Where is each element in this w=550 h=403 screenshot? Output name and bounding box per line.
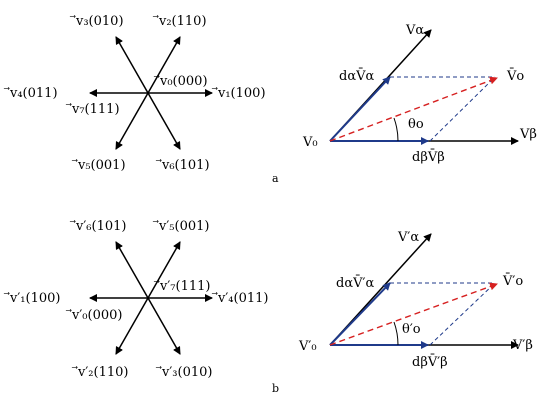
arrow-v3-a xyxy=(115,36,149,94)
label-v3-b: ⃗v′₃(010) xyxy=(155,365,212,380)
dashed-side-a xyxy=(429,76,496,142)
label-v3-a: ⃗v₃(010) xyxy=(69,14,124,29)
arrow-v2-b xyxy=(115,297,149,355)
label-v-alpha-a: Vα xyxy=(405,23,424,38)
arrow-v2-a xyxy=(147,36,181,94)
panel-tag-b: b xyxy=(272,382,279,395)
panel-a: ⃗v₃(010) ⃗v₂(110) ⃗v₄(011) ⃗v₀(000) ⃗v₁(… xyxy=(3,14,537,185)
label-d-alpha-b: dαV̄′α xyxy=(336,275,374,291)
label-v5-b: ⃗v′₅(001) xyxy=(152,219,209,234)
angle-arc-a xyxy=(393,117,399,142)
arrow-v6-b xyxy=(115,241,149,299)
vector-diagram-b xyxy=(329,233,519,349)
label-v2-a: ⃗v₂(110) xyxy=(152,14,207,29)
label-v2-b: ⃗v′₂(110) xyxy=(71,365,128,380)
label-v0-a: ⃗v₀(000) xyxy=(153,74,208,89)
component-d-alpha-b xyxy=(329,282,391,346)
component-d-alpha-a xyxy=(329,76,391,142)
hexagon-star-b xyxy=(89,241,213,355)
label-v-o-a: V̄o xyxy=(506,68,524,84)
label-v7-a: ⃗v₇(111) xyxy=(65,102,120,117)
label-v4-b: ⃗v′₄(011) xyxy=(211,291,268,306)
label-v-zero-b: V′₀ xyxy=(298,339,317,354)
label-d-beta-b: dβV̄′β xyxy=(412,354,448,370)
hexagon-star-a xyxy=(89,36,213,150)
panel-tag-a: a xyxy=(272,172,279,185)
label-v1-b: ⃗v′₁(100) xyxy=(3,291,60,306)
panel-b: ⃗v′₆(101) ⃗v′₅(001) ⃗v′₁(100) ⃗v′₇(111) … xyxy=(3,219,533,395)
label-d-alpha-a: dαV̄α xyxy=(339,68,374,84)
label-v-beta-b: V′β xyxy=(512,338,533,353)
label-v5-a: ⃗v₅(001) xyxy=(71,158,126,173)
vector-diagram-a xyxy=(329,29,519,145)
label-v6-b: ⃗v′₆(101) xyxy=(69,219,126,234)
arrow-v6-a xyxy=(147,92,181,150)
label-v6-a: ⃗v₆(101) xyxy=(155,158,210,173)
label-v4-a: ⃗v₄(011) xyxy=(3,86,58,101)
label-theta-b: θ′o xyxy=(402,322,421,337)
label-v-beta-a: Vβ xyxy=(519,127,537,142)
label-d-beta-a: dβV̄β xyxy=(412,149,445,165)
label-v-alpha-b: V′α xyxy=(397,230,419,245)
label-v-o-b: V̄′o xyxy=(502,273,523,289)
arrow-v5-a xyxy=(115,92,149,150)
label-v0-b: ⃗v′₀(000) xyxy=(65,308,122,323)
dashed-side-b xyxy=(429,282,496,346)
label-v1-a: ⃗v₁(100) xyxy=(211,86,266,101)
label-v-zero-a: V₀ xyxy=(302,135,318,150)
arrow-v3-b xyxy=(147,297,181,355)
label-v7-b: ⃗v′₇(111) xyxy=(153,279,210,294)
label-theta-a: θo xyxy=(408,117,424,132)
angle-arc-b xyxy=(393,321,399,346)
arrow-v5-b xyxy=(147,241,181,299)
